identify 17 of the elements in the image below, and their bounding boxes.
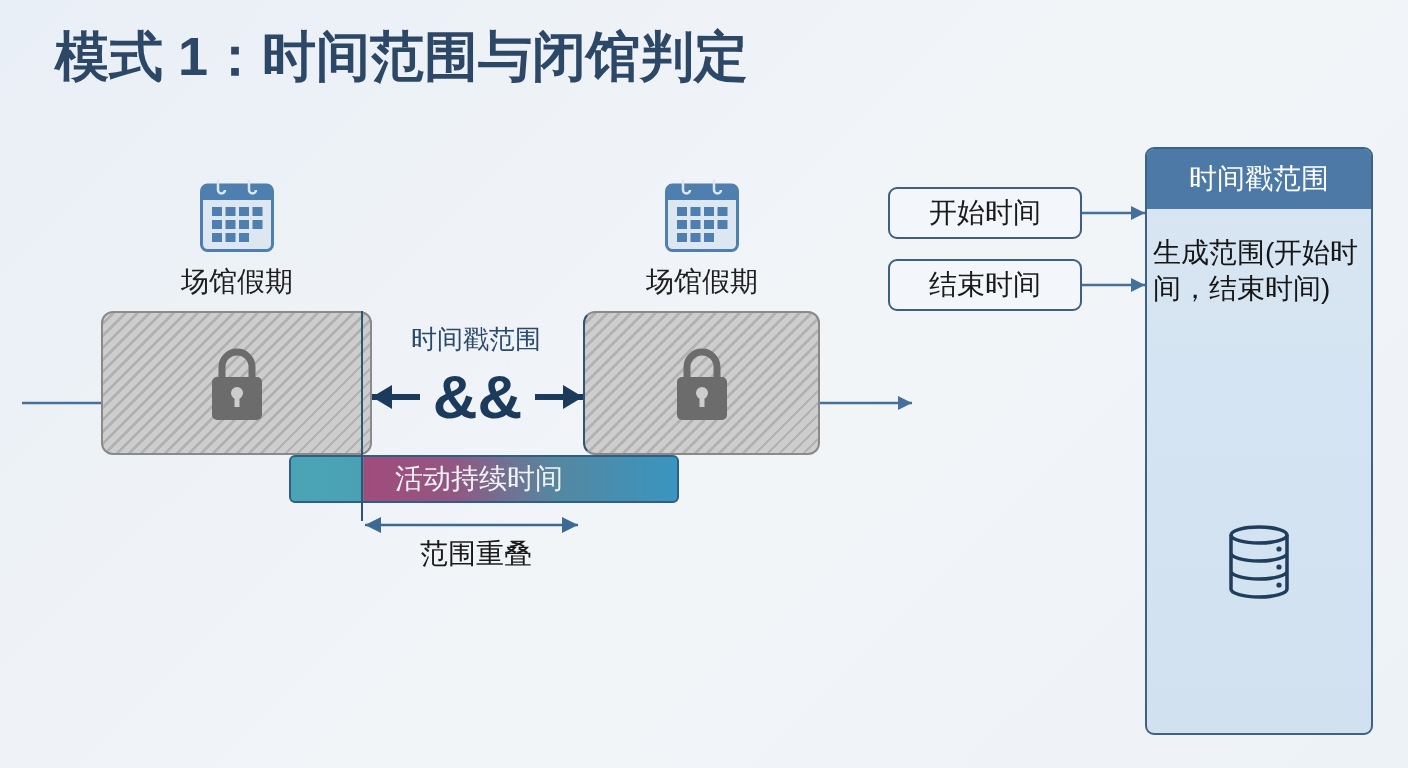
process-box: 开始时间	[888, 187, 1082, 239]
arrow	[820, 396, 912, 410]
panel-text: 生成范围(开始时间，结束时间)	[1153, 236, 1360, 306]
double-arrow	[369, 385, 586, 409]
panel-header: 时间戳范围	[1147, 149, 1371, 209]
arrow	[1082, 206, 1145, 220]
block-heading: 场馆假期	[645, 265, 758, 299]
connector-line	[22, 401, 101, 405]
range-panel	[1145, 147, 1373, 735]
duration-bar: 活动持续时间	[289, 455, 679, 503]
annotation-label: 时间戳范围	[411, 323, 541, 356]
process-box: 结束时间	[888, 259, 1082, 311]
arrow	[1082, 278, 1145, 292]
title: 模式 1：时间范围与闭馆判定	[55, 25, 749, 88]
edge-label: &&	[432, 362, 523, 432]
dimension-label: 范围重叠	[420, 537, 532, 571]
block-heading: 场馆假期	[180, 265, 293, 299]
